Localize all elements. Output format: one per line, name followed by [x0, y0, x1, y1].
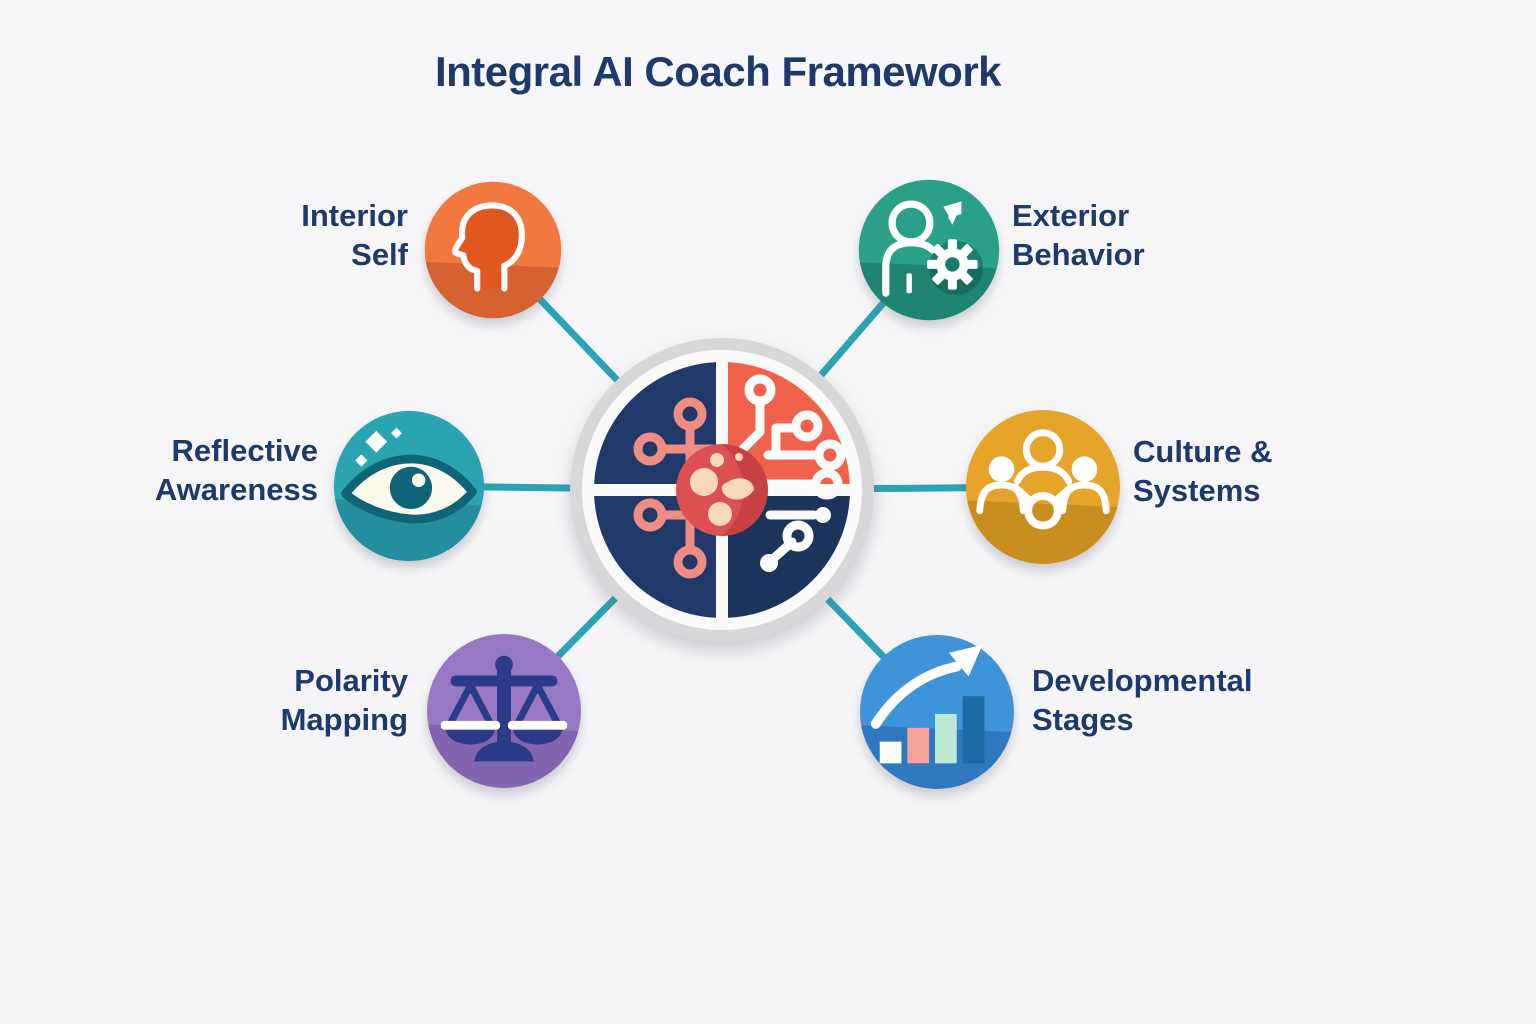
bar-chart-growth-icon: [870, 644, 985, 764]
node-label-exterior-behavior: Exterior Behavior: [1012, 198, 1145, 272]
node-label-reflective-awareness: Reflective Awareness: [154, 433, 318, 507]
head-profile-icon: [452, 202, 525, 292]
node-label-developmental-stages: Developmental Stages: [1032, 663, 1253, 737]
node-interior-self: [424, 181, 562, 319]
node-label-polarity-mapping: Polarity Mapping: [280, 663, 408, 737]
circuit-right: [733, 374, 846, 563]
brain-circuit-quadrants-icon: [570, 338, 874, 642]
person-gear-icon: [882, 200, 983, 297]
balance-scale-icon: [440, 655, 568, 762]
core-icon: [676, 444, 768, 536]
node-label-interior-self: Interior Self: [301, 198, 408, 272]
node-polarity-mapping: [426, 633, 582, 789]
node-label-culture-systems: Culture & Systems: [1133, 434, 1273, 508]
page-title: Integral AI Coach Framework: [434, 48, 1002, 95]
people-network-icon: [976, 429, 1110, 530]
node-exterior-behavior: [858, 179, 1000, 321]
central-hub: [570, 338, 874, 642]
node-culture-systems: [965, 409, 1121, 565]
node-reflective-awareness: [333, 410, 485, 562]
node-developmental-stages: [859, 634, 1015, 790]
eye-icon: [341, 427, 477, 524]
